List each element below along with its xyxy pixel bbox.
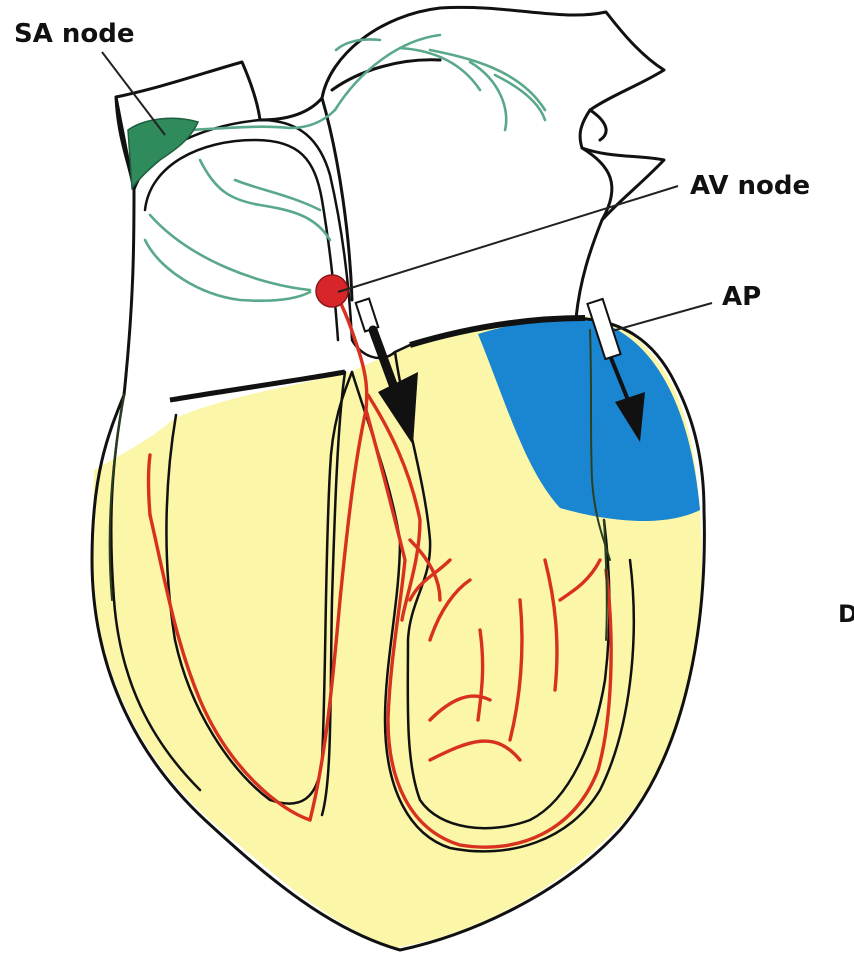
aortic-arch-inner: [332, 60, 440, 90]
sa-node-leader-line: [102, 52, 165, 135]
sa-node-label: SA node: [14, 19, 135, 49]
ap-leader-line: [612, 303, 712, 331]
cropped-edge-label: D: [838, 600, 854, 628]
av-node-leader-line: [338, 186, 678, 292]
pulmonary-inner: [590, 110, 606, 140]
ap-label: AP: [722, 282, 761, 312]
aorta-inner-wall: [322, 98, 352, 300]
av-node-label: AV node: [690, 171, 810, 201]
right-atrium-inner: [145, 140, 338, 340]
pulmonary-trunk: [582, 148, 612, 220]
sa-node: [128, 118, 198, 188]
